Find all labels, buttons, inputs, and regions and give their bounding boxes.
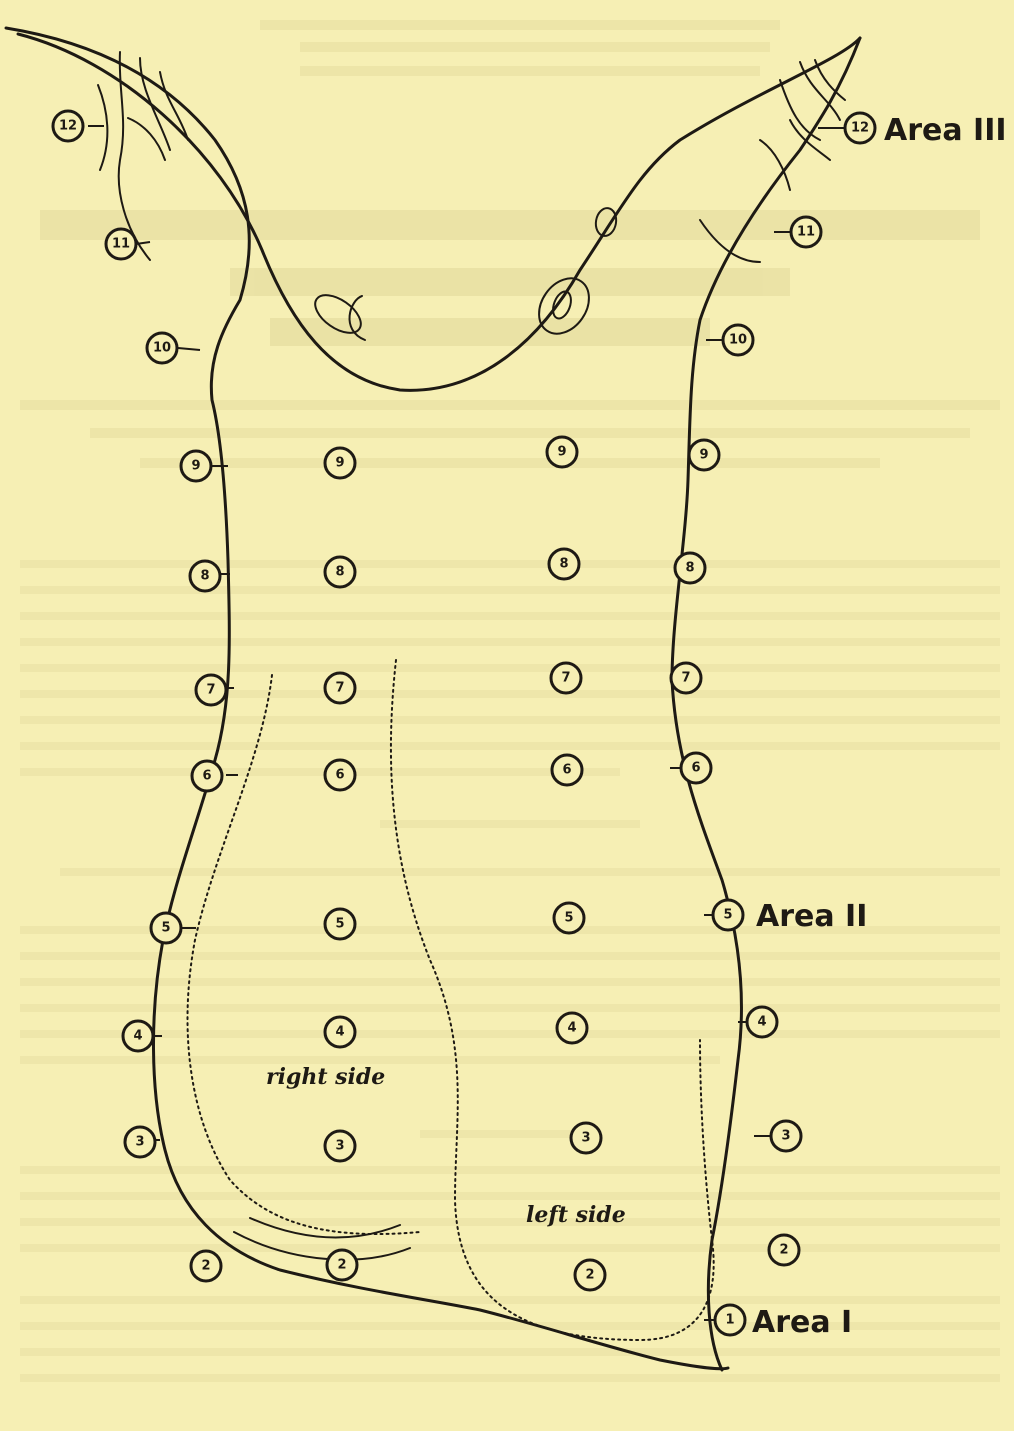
point-label: 11 — [797, 225, 815, 240]
point-cr-4: 4 — [325, 1017, 355, 1047]
point-label: 4 — [133, 1029, 142, 1044]
point-label: 6 — [335, 768, 344, 783]
point-label: 3 — [781, 1129, 790, 1144]
point-label: 3 — [135, 1135, 144, 1150]
point-label: 5 — [161, 921, 170, 936]
point-left-10: 10 — [147, 333, 177, 363]
point-label: 8 — [335, 565, 344, 580]
point-left-5: 5 — [151, 913, 181, 943]
point-left-6: 6 — [192, 761, 222, 791]
point-left-7: 7 — [196, 675, 226, 705]
point-cr-3: 3 — [325, 1131, 355, 1161]
area-1-label: Area I — [752, 1305, 852, 1340]
point-cl-8: 8 — [549, 549, 579, 579]
point-label: 3 — [581, 1131, 590, 1146]
point-right-1: 1 — [715, 1305, 745, 1335]
area-2-label: Area II — [756, 899, 867, 934]
point-label: 12 — [59, 119, 77, 134]
point-cl-6: 6 — [552, 755, 582, 785]
point-label: 8 — [200, 569, 209, 584]
point-label: 10 — [153, 341, 171, 356]
point-label: 4 — [757, 1015, 766, 1030]
point-label: 2 — [337, 1258, 346, 1273]
point-label: 8 — [559, 557, 568, 572]
point-label: 6 — [691, 761, 700, 776]
point-right-7: 7 — [671, 663, 701, 693]
point-cl-4: 4 — [557, 1013, 587, 1043]
point-label: 4 — [335, 1025, 344, 1040]
point-label: 9 — [557, 445, 566, 460]
point-right-2: 2 — [769, 1235, 799, 1265]
point-label: 7 — [681, 671, 690, 686]
point-label: 12 — [851, 121, 869, 136]
area-3-label: Area III — [884, 113, 1007, 148]
point-label: 9 — [335, 456, 344, 471]
point-label: 7 — [561, 671, 570, 686]
point-left-8: 8 — [190, 561, 220, 591]
point-label: 1 — [725, 1313, 734, 1328]
point-right-5: 5 — [713, 900, 743, 930]
point-right-6: 6 — [681, 753, 711, 783]
point-cr-8: 8 — [325, 557, 355, 587]
point-label: 9 — [699, 448, 708, 463]
point-cl-7: 7 — [551, 663, 581, 693]
point-right-8: 8 — [675, 553, 705, 583]
point-cl-2: 2 — [575, 1260, 605, 1290]
point-right-11: 11 — [791, 217, 821, 247]
point-right-9: 9 — [689, 440, 719, 470]
point-label: 2 — [779, 1243, 788, 1258]
point-cr-5: 5 — [325, 909, 355, 939]
point-right-10: 10 — [723, 325, 753, 355]
point-cl-3: 3 — [571, 1123, 601, 1153]
point-label: 9 — [191, 459, 200, 474]
point-cr-7: 7 — [325, 673, 355, 703]
point-label: 8 — [685, 561, 694, 576]
point-label: 5 — [335, 917, 344, 932]
point-cl-5: 5 — [554, 903, 584, 933]
point-right-4: 4 — [747, 1007, 777, 1037]
point-left-11: 11 — [106, 229, 136, 259]
point-cr-6: 6 — [325, 760, 355, 790]
point-label: 7 — [335, 681, 344, 696]
point-left-12: 12 — [53, 111, 83, 141]
point-label: 4 — [567, 1021, 576, 1036]
point-label: 3 — [335, 1139, 344, 1154]
point-label: 6 — [562, 763, 571, 778]
point-cl-9: 9 — [547, 437, 577, 467]
point-label: 2 — [585, 1268, 594, 1283]
point-label: 10 — [729, 333, 747, 348]
point-label: 7 — [206, 683, 215, 698]
point-label: 6 — [202, 769, 211, 784]
point-left-4: 4 — [123, 1021, 153, 1051]
point-label: 2 — [201, 1259, 210, 1274]
point-right-3: 3 — [771, 1121, 801, 1151]
point-left-2: 2 — [191, 1251, 221, 1281]
left-side-label: left side — [526, 1202, 626, 1228]
point-cr-2: 2 — [327, 1250, 357, 1280]
point-label: 5 — [723, 908, 732, 923]
point-left-9: 9 — [181, 451, 211, 481]
point-label: 5 — [564, 911, 573, 926]
point-label: 11 — [112, 237, 130, 252]
right-side-label: right side — [266, 1064, 385, 1090]
point-left-3: 3 — [125, 1127, 155, 1157]
point-cr-9: 9 — [325, 448, 355, 478]
point-right-12: 12 — [845, 113, 875, 143]
